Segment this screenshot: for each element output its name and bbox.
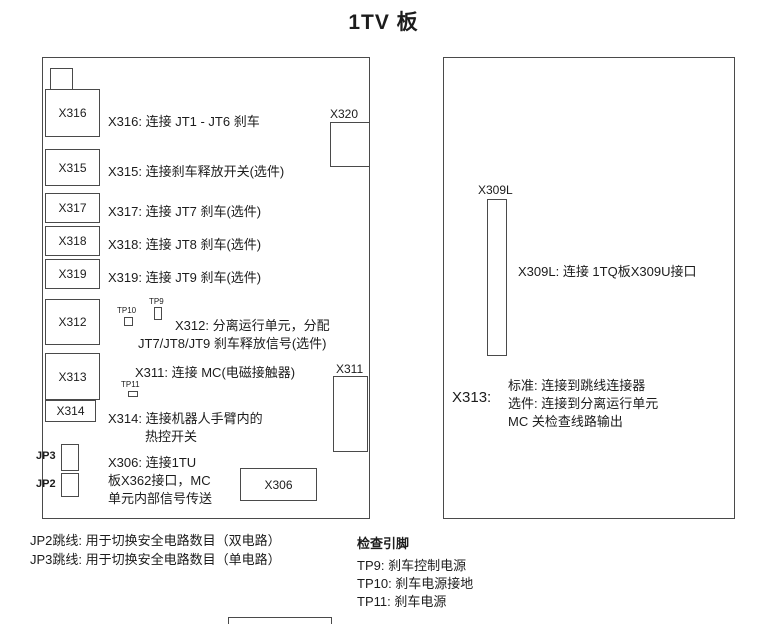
connector-x320 xyxy=(330,122,370,167)
tp10-label: TP10 xyxy=(117,306,137,315)
desc-x306-line1: X306: 连接1TU xyxy=(108,455,197,470)
connector-x316: X316 xyxy=(45,89,100,137)
desc-x312-line2: JT7/JT8/JT9 刹车释放信号(选件) xyxy=(138,336,327,351)
connector-x314: X314 xyxy=(45,400,96,422)
tp11-pad xyxy=(128,391,138,397)
connector-x312: X312 xyxy=(45,299,100,345)
connector-x319: X319 xyxy=(45,259,100,289)
note-tp11: TP11: 刹车电源 xyxy=(357,594,447,609)
note-jp2: JP2跳线: 用于切换安全电路数目（双电路） xyxy=(30,533,281,548)
note-tp10: TP10: 刹车电源接地 xyxy=(357,576,474,591)
bottom-cropped-connector xyxy=(228,617,332,624)
jp3-block xyxy=(61,444,79,471)
desc-x318: X318: 连接 JT8 刹车(选件) xyxy=(108,237,262,252)
desc-x309l: X309L: 连接 1TQ板X309U接口 xyxy=(518,264,697,279)
desc-x306-line3: 单元内部信号传送 xyxy=(108,491,213,506)
connector-x318: X318 xyxy=(45,226,100,256)
desc-x306-line2: 板X362接口，MC xyxy=(108,473,211,488)
tp9-label: TP9 xyxy=(149,297,164,306)
jp2-label: JP2 xyxy=(36,478,56,490)
desc-x315: X315: 连接刹车释放开关(选件) xyxy=(108,164,285,179)
desc-x311: X311: 连接 MC(电磁接触器) xyxy=(135,365,296,380)
desc-x313-line2: 选件: 连接到分离运行单元 xyxy=(508,396,659,411)
jp3-label: JP3 xyxy=(36,450,56,462)
connector-x313: X313 xyxy=(45,353,100,400)
desc-x316: X316: 连接 JT1 - JT6 刹车 xyxy=(108,114,260,129)
desc-x312-line1: X312: 分离运行单元，分配 xyxy=(175,318,330,333)
desc-x313-line1: 标准: 连接到跳线连接器 xyxy=(508,378,646,393)
connector-x309l xyxy=(487,199,507,356)
x320-label: X320 xyxy=(330,107,359,121)
tp11-label: TP11 xyxy=(121,380,140,389)
x309l-label: X309L xyxy=(478,183,513,197)
connector-x317: X317 xyxy=(45,193,100,223)
note-tp9: TP9: 刹车控制电源 xyxy=(357,558,467,573)
diagram-title: 1TV 板 xyxy=(348,11,419,34)
x313-ref-label: X313: xyxy=(452,389,492,406)
desc-x319: X319: 连接 JT9 刹车(选件) xyxy=(108,270,262,285)
tp10-pad xyxy=(124,317,133,326)
desc-x317: X317: 连接 JT7 刹车(选件) xyxy=(108,204,262,219)
desc-x314-line1: X314: 连接机器人手臂内的 xyxy=(108,411,263,426)
jp2-block xyxy=(61,473,79,497)
connector-x315: X315 xyxy=(45,149,100,186)
tp9-pad xyxy=(154,307,162,320)
x311-label: X311 xyxy=(336,362,364,376)
note-jp3: JP3跳线: 用于切换安全电路数目（单电路） xyxy=(30,552,281,567)
check-pins-title: 检查引脚 xyxy=(357,536,410,551)
desc-x314-line2: 热控开关 xyxy=(145,429,198,444)
desc-x313-line3: MC 关检查线路输出 xyxy=(508,414,623,429)
connector-x306: X306 xyxy=(240,468,317,501)
connector-x311 xyxy=(333,376,368,452)
connector-top-small xyxy=(50,68,73,90)
